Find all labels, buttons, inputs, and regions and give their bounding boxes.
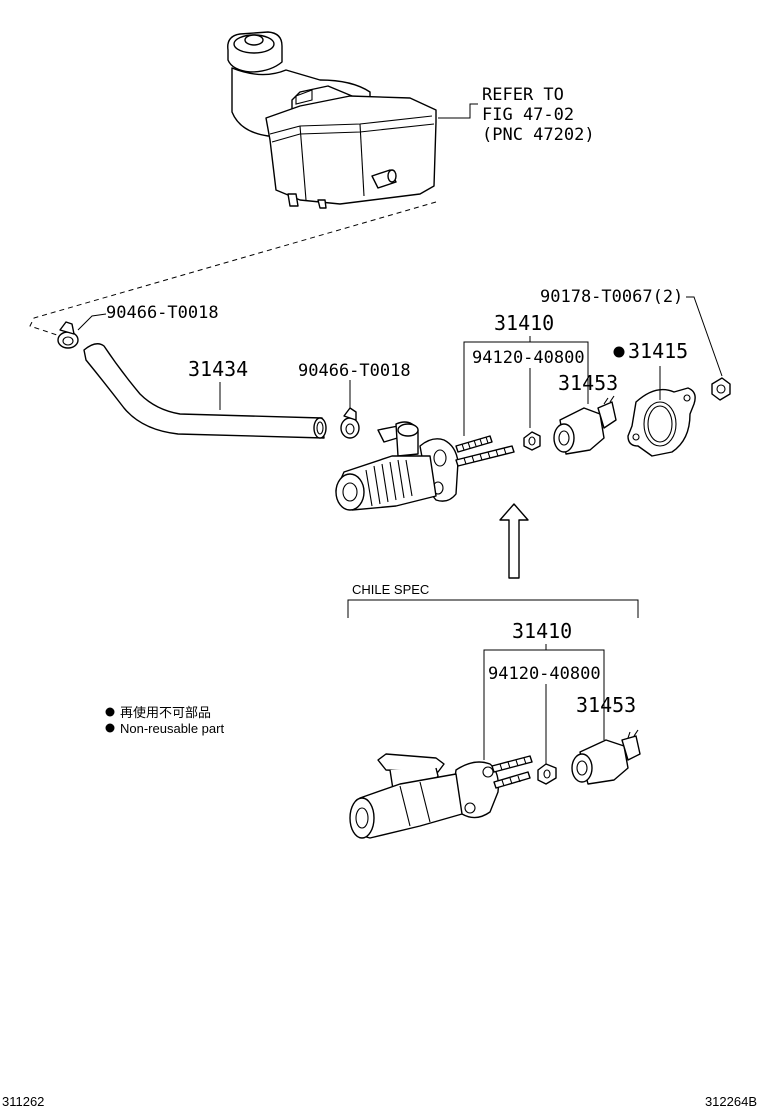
legend-bullet-icon <box>105 723 115 733</box>
chile-spec-title: CHILE SPEC <box>352 582 429 597</box>
chile-label-nut: 94120-40800 <box>488 664 601 684</box>
hose-clamp-upper <box>57 321 79 349</box>
reservoir-hose <box>83 343 327 439</box>
label-clamp-upper: 90466-T0018 <box>106 303 219 323</box>
legend-japanese: 再使用不可部品 <box>120 705 211 720</box>
reservoir-tank <box>227 31 437 209</box>
legend-english: Non-reusable part <box>120 721 224 736</box>
label-boot: 31453 <box>558 371 618 395</box>
footer-right-code: 312264B <box>705 1094 757 1109</box>
clutch-master-cylinder <box>335 421 515 511</box>
chile-label-boot: 31453 <box>576 693 636 717</box>
hose-clamp-lower <box>340 407 360 439</box>
legend-bullet-icon <box>105 707 115 717</box>
reference-line-2: FIG 47-02 <box>482 105 574 125</box>
gasket <box>627 387 696 457</box>
non-reusable-mark-icon <box>613 346 625 358</box>
label-master-cylinder: 31410 <box>494 311 554 335</box>
label-clamp-lower: 90466-T0018 <box>298 361 411 381</box>
label-nut: 94120-40800 <box>472 348 585 368</box>
chile-boot <box>571 729 641 785</box>
label-gasket-bolt: 90178-T0067(2) <box>540 287 683 307</box>
arrow-up-icon <box>499 503 529 579</box>
nut <box>523 431 541 451</box>
footer-left-code: 311262 <box>2 1094 44 1109</box>
chile-master-cylinder <box>349 753 533 839</box>
boot <box>553 395 617 455</box>
gasket-bolt <box>711 377 731 401</box>
reference-line-1: REFER TO <box>482 85 564 105</box>
chile-nut <box>537 763 557 785</box>
label-gasket: 31415 <box>628 339 688 363</box>
chile-label-master-cylinder: 31410 <box>512 619 572 643</box>
label-hose: 31434 <box>188 357 248 381</box>
reference-line-3: (PNC 47202) <box>482 125 595 145</box>
